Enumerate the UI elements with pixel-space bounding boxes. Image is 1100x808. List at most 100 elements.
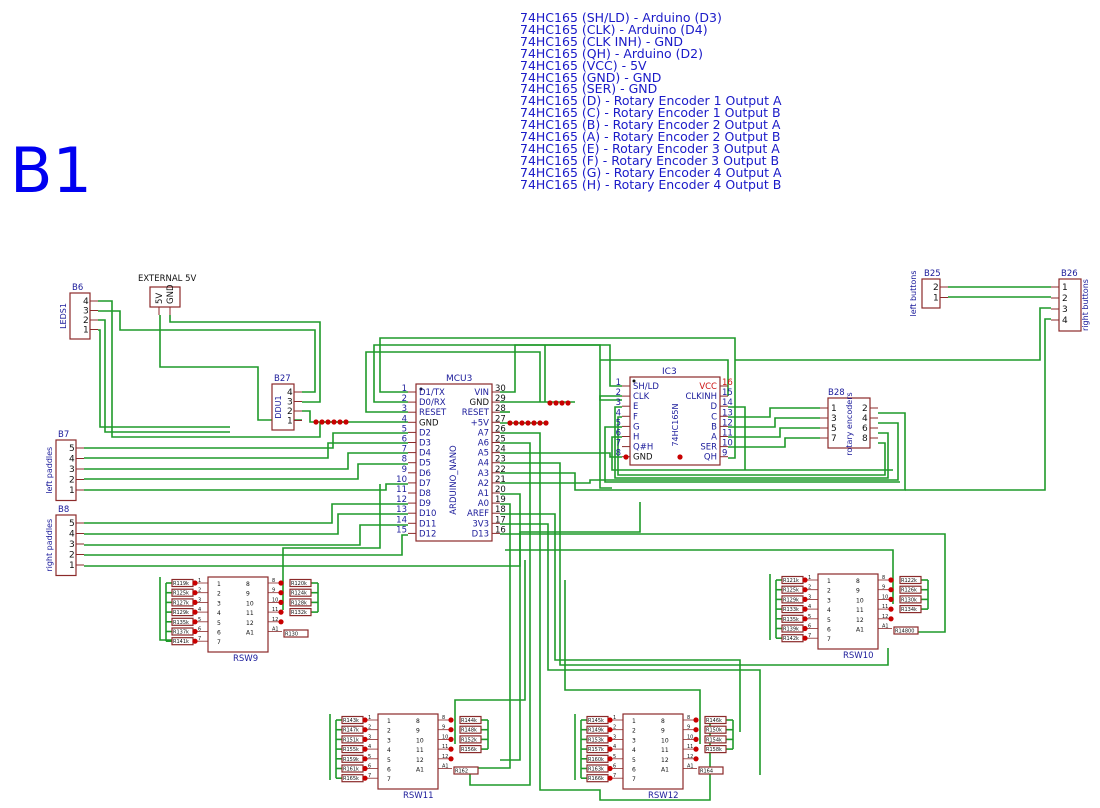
wire [84,442,408,459]
resistor-label: R14800 [895,629,914,635]
pin-number: 27 [495,414,506,424]
rsw-pin: 5 [387,757,391,764]
rsw-pin: 5 [632,757,636,764]
header-ref: B7 [58,430,69,440]
pin-name: VCC [699,382,717,392]
pin-name: D13 [472,529,489,539]
mcu-ref: MCU3 [446,374,472,384]
pin-name: D4 [419,449,431,459]
rsw-pin: 7 [827,636,831,643]
wires [84,286,1051,801]
junction-dot [192,580,198,586]
resistor-label: R119k [173,581,189,587]
rsw-pin: 12 [661,757,669,764]
resistor [453,766,479,775]
resistor-label: R162 [455,769,468,775]
pin-number: 16 [722,378,733,388]
sheet-id: B1 [10,134,92,207]
pin-name: D8 [419,489,431,499]
pin-number: 11 [396,485,407,495]
rsw-pin-outer: 9 [882,585,885,591]
junction-dot [565,400,571,406]
wire [600,359,729,396]
pin-name: GND [633,453,653,463]
rsw-pin: 10 [416,737,424,744]
rsw-pin: 5 [217,620,221,627]
pin1-marker [419,387,423,391]
pin-name: SER [700,443,717,453]
pin-name: D10 [419,509,436,519]
rsw-pin-outer: 9 [442,725,445,731]
rsw-pin-outer: 8 [687,715,690,721]
rsw-pin: 7 [387,776,391,783]
rsw-pin-outer: 6 [368,764,371,770]
pin-number: 29 [495,394,506,404]
junction-dot [888,587,894,593]
resistor-label: R126k [901,588,917,594]
resistor-label: R137k [173,630,189,636]
pin-number: 1 [69,561,75,571]
junction-dot [448,727,454,733]
resistor-label: R160k [588,757,604,763]
junction-dot [888,606,894,612]
rsw-pin: 7 [217,639,221,646]
rsw-pin: 1 [632,718,636,725]
rsw-pin-outer: 12 [882,614,888,620]
resistor-label: R165k [343,776,359,782]
rsw-pin-outer: 10 [687,734,693,740]
resistor [459,715,482,725]
pin-number: 10 [396,475,407,485]
junction-dot [448,746,454,752]
wire [84,534,408,556]
pin-name: D0/RX [419,398,446,408]
ic-body [629,376,721,466]
resistor-label: R151k [343,737,359,743]
pin-number: 1 [831,404,837,414]
pin-number: 21 [495,475,506,485]
pin-number: 1 [287,417,293,427]
resistor-label: R130 [285,632,298,638]
rsw-pin-outer: 3 [368,734,371,740]
pin-number: 2 [83,316,89,326]
wire [84,483,408,491]
pin-number: 1 [1062,283,1068,293]
header-b27 [271,383,295,431]
pin-name: A5 [478,449,489,459]
resistor-label: R129k [173,610,189,616]
resistor-label: R129k [783,597,799,603]
wire [728,406,746,470]
pin-name: RESET [419,408,447,418]
resistor [893,626,919,635]
note-line: 74HC165 (CLK INH) - GND [520,33,684,49]
resistor [459,725,482,734]
junction-dot [607,736,613,743]
resistor-label: R163k [588,767,604,773]
resistor-label: R157k [588,747,604,753]
pin-name: A4 [478,459,489,469]
pin-number: 18 [495,505,506,515]
power-connector [149,286,181,308]
junction-dot [192,628,198,635]
junction-dot [802,616,808,622]
rsw-pin: 11 [416,747,424,754]
rsw-pin: 2 [217,591,221,598]
rsw-pin-outer: 11 [882,604,888,610]
rsw-pin-outer: 5 [613,754,616,760]
pin-number: 7 [616,439,621,449]
rsw-pin-outer: 8 [272,578,275,584]
pin-number: 26 [495,424,506,434]
pin-name: H [633,433,639,443]
rsw-pin: 6 [217,630,221,637]
pin-name: D11 [419,519,436,529]
pin-number: 4 [287,388,293,398]
resistor [289,588,312,597]
rsw-pin-outer: 12 [272,617,278,623]
resistor-label: R147k [343,728,359,734]
rsw-pin: 2 [827,588,831,595]
wire [84,452,408,470]
pin-number: 6 [616,429,621,439]
wire [469,442,531,786]
pin-name: D3 [419,439,431,449]
